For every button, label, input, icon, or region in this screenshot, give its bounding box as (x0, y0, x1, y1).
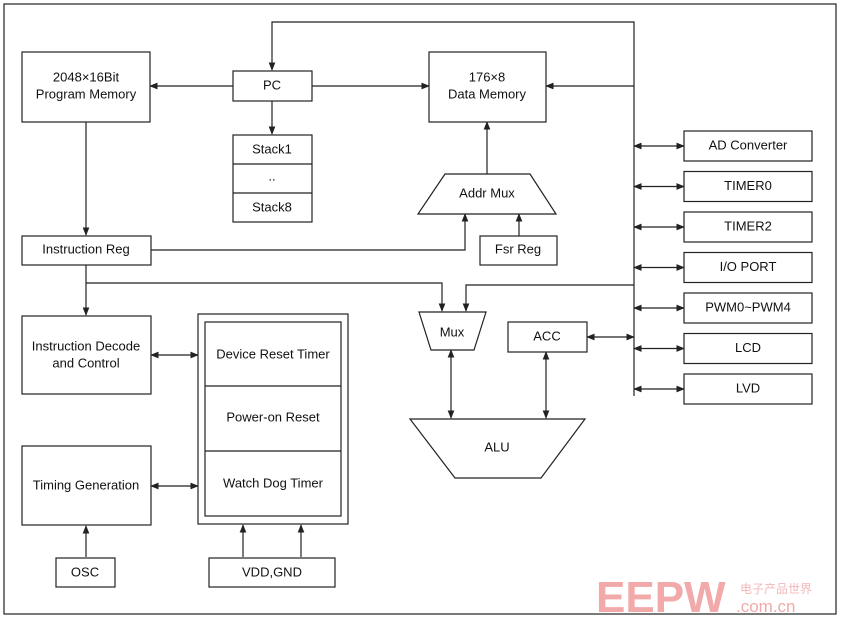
peripheral-label: TIMER2 (724, 218, 772, 233)
device-reset-timer-label: Device Reset Timer (216, 346, 330, 361)
alu-label: ALU (484, 439, 509, 454)
pc-label: PC (263, 77, 281, 92)
stack-ellipsis-label: .. (268, 168, 275, 183)
instruction-decode-label-2: and Control (52, 355, 119, 370)
peripheral-label: TIMER0 (724, 178, 772, 193)
acc-block: ACC (507, 321, 588, 353)
peripheral-box (683, 373, 813, 405)
peripheral-box (683, 292, 813, 324)
peripheral-label: AD Converter (709, 137, 788, 152)
instruction-reg-label: Instruction Reg (42, 241, 129, 256)
power-on-reset-label: Power-on Reset (226, 409, 320, 424)
pc-block: PC (232, 70, 313, 102)
fsr-reg-label: Fsr Reg (495, 241, 541, 256)
peripheral-box (683, 211, 813, 243)
watermark-domain: .com.cn (736, 597, 796, 616)
mux-label: Mux (440, 324, 465, 339)
addr-mux-label: Addr Mux (459, 185, 515, 200)
timing-generation-block: Timing Generation (21, 445, 152, 526)
program-memory-label-2: Program Memory (36, 86, 137, 101)
peripheral-label: I/O PORT (720, 259, 777, 274)
peripheral-label: PWM0~PWM4 (705, 299, 791, 314)
addr-mux-block: Addr Mux (416, 173, 558, 215)
osc-block: OSC (55, 557, 116, 588)
vdd-gnd-block: VDD,GND (208, 557, 336, 588)
watermark-logo: EEPW (596, 573, 726, 621)
instruction-decode-block: Instruction Decode and Control (21, 315, 152, 395)
data-memory-label-1: 176×8 (469, 69, 506, 84)
data-memory-label-2: Data Memory (448, 86, 527, 101)
peripheral-label: LCD (735, 340, 761, 355)
peripheral-label: LVD (736, 380, 760, 395)
eepw-watermark: EEPW .com.cn 电子产品世界 (596, 573, 812, 621)
peripheral-box (683, 170, 813, 203)
peripheral-box (683, 332, 813, 365)
program-memory-label-1: 2048×16Bit (53, 69, 120, 84)
stack-top-label: Stack1 (252, 141, 292, 156)
alu-block: ALU (408, 418, 587, 479)
instruction-decode-label-1: Instruction Decode (32, 338, 140, 353)
instruction-reg-block: Instruction Reg (21, 235, 152, 266)
stack-bottom-label: Stack8 (252, 199, 292, 214)
osc-label: OSC (71, 564, 99, 579)
stack-block: Stack1 .. Stack8 (232, 134, 313, 223)
watermark-cn: 电子产品世界 (740, 582, 812, 596)
timing-generation-label: Timing Generation (33, 477, 139, 492)
data-memory-block: 176×8 Data Memory (428, 51, 547, 123)
vdd-gnd-label: VDD,GND (242, 564, 302, 579)
reset-timer-block: Device Reset Timer Power-on Reset Watch … (197, 313, 349, 525)
program-memory-block: 2048×16Bit Program Memory (21, 51, 151, 123)
connections (82, 21, 635, 557)
watch-dog-timer-label: Watch Dog Timer (223, 475, 324, 490)
acc-label: ACC (533, 328, 560, 343)
peripheral-box (683, 251, 813, 284)
fsr-reg-block: Fsr Reg (479, 235, 558, 266)
peripheral-box (683, 130, 813, 162)
mux-block: Mux (418, 311, 487, 351)
